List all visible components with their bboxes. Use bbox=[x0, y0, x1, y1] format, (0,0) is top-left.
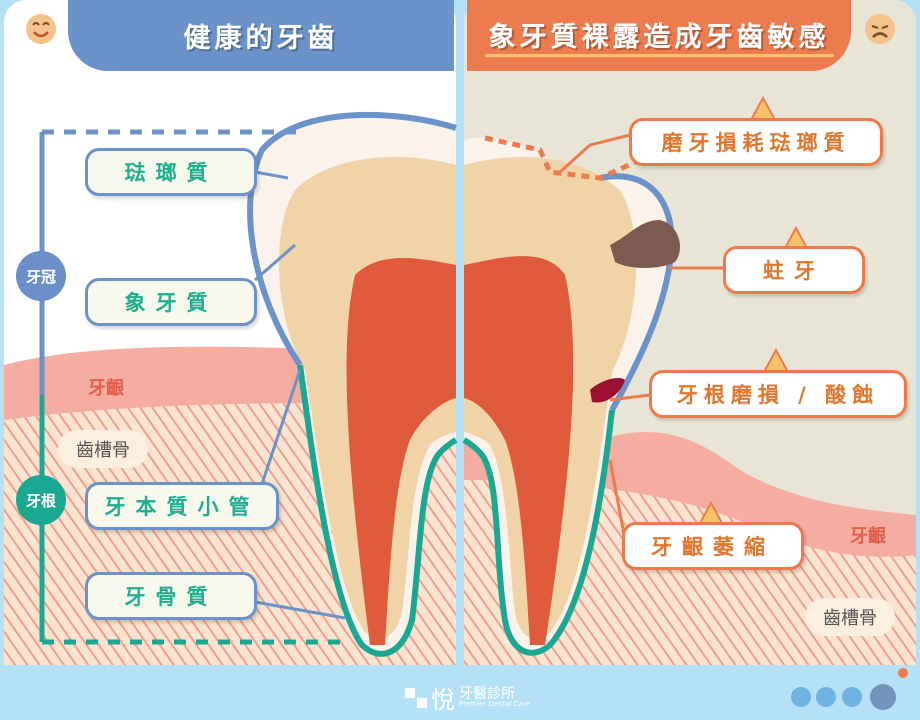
right-title-text: 象牙質裸露造成牙齒敏感 bbox=[484, 15, 834, 57]
label-enamel: 琺瑯質 bbox=[85, 148, 257, 196]
label-gum-recession: 牙齦萎縮 bbox=[622, 522, 804, 570]
right-title: 象牙質裸露造成牙齒敏感 bbox=[467, 0, 851, 71]
right-pulp bbox=[464, 256, 574, 645]
worn-enamel-outline bbox=[484, 135, 642, 181]
cavity bbox=[610, 220, 680, 268]
label-dentin: 象牙質 bbox=[85, 278, 257, 326]
divider bbox=[456, 0, 464, 665]
label-cavity: 蛀牙 bbox=[723, 246, 865, 294]
decor-dot bbox=[842, 687, 862, 707]
decor-dot bbox=[816, 687, 836, 707]
right-leader-lines bbox=[558, 133, 725, 541]
label-dentinal-tubules: 牙本質小管 bbox=[85, 482, 279, 530]
decor-dot bbox=[870, 684, 896, 710]
root-marker: 牙根 bbox=[16, 475, 66, 525]
clinic-name-zh: 牙醫診所 bbox=[459, 686, 515, 702]
clinic-name-en: Premier Dental Care bbox=[459, 700, 530, 708]
label-root-erosion: 牙根磨損 / 酸蝕 bbox=[649, 370, 907, 418]
label-cementum: 牙骨質 bbox=[85, 572, 257, 620]
worried-face-icon bbox=[865, 14, 895, 44]
logo-mark-icon bbox=[405, 687, 427, 708]
decor-dot bbox=[791, 687, 811, 707]
clinic-logo: 悅 牙醫診所 Premier Dental Care bbox=[405, 680, 530, 715]
left-gum-label: 牙齦 bbox=[88, 378, 124, 399]
right-cementum-outline bbox=[462, 409, 615, 656]
left-pulp bbox=[346, 257, 456, 645]
left-enamel-outline bbox=[247, 112, 457, 367]
logo-char: 悅 bbox=[431, 686, 455, 714]
label-worn-enamel: 磨牙損耗琺瑯質 bbox=[629, 118, 883, 166]
accent-dot bbox=[898, 668, 908, 678]
right-bone-label: 齒槽骨 bbox=[805, 598, 895, 636]
left-cementum-outline bbox=[297, 364, 458, 657]
left-bone-label: 齒槽骨 bbox=[58, 430, 148, 468]
clinic-name: 牙醫診所 Premier Dental Care bbox=[459, 687, 530, 708]
root-erosion bbox=[590, 378, 625, 403]
right-gum-label: 牙齦 bbox=[850, 526, 886, 547]
smiling-face-icon bbox=[26, 14, 56, 44]
crown-marker: 牙冠 bbox=[16, 251, 66, 301]
left-title: 健康的牙齒 bbox=[68, 0, 454, 71]
